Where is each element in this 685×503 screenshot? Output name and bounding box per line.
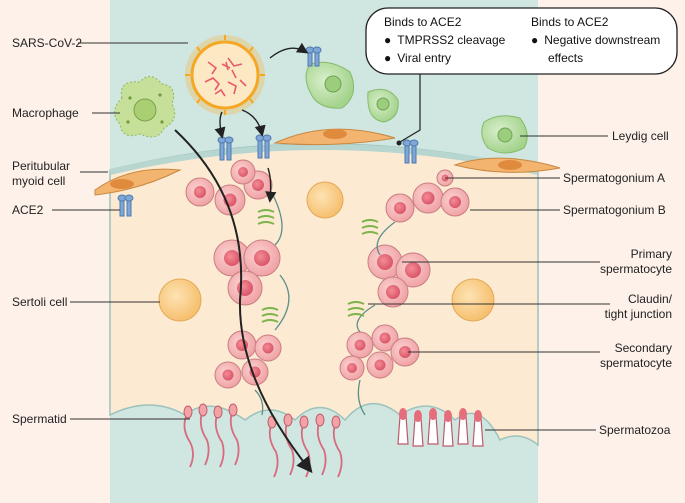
info-right-title: Binds to ACE2 [531, 15, 609, 29]
arrow-entry [265, 167, 277, 203]
info-box: Binds to ACE2 ●TMPRSS2 cleavage ●Viral e… [365, 7, 678, 75]
primary-spermatocyte [377, 276, 409, 308]
pointer-dot [396, 140, 402, 146]
primary-spermatocyte [243, 239, 281, 277]
spermatogonium [185, 177, 215, 207]
secondary-spermatocyte [346, 331, 374, 359]
spermatogonium-b [412, 182, 444, 214]
label-macrophage: Macrophage [12, 106, 79, 120]
secondary-spermatocyte [371, 324, 399, 352]
primary-spermatocyte [227, 270, 263, 306]
leader-lines [52, 42, 610, 431]
macrophage [114, 76, 176, 138]
label-spermatozoa: Spermatozoa [599, 423, 671, 437]
secondary-spermatocyte [254, 334, 282, 362]
arrow-viral-path [174, 129, 313, 474]
ace2-receptor [117, 194, 134, 217]
label-ace2: ACE2 [12, 203, 44, 217]
peritubular-myoid-cell [273, 128, 396, 146]
info-right-bullet-1-cont: effects [548, 51, 583, 65]
label-claudin-2: tight junction [605, 307, 672, 321]
peritubular-myoid-cell [94, 168, 182, 196]
info-left-bullet-2: ●Viral entry [384, 51, 451, 65]
leydig-cell [481, 115, 528, 154]
label-secondary-1: Secondary [615, 341, 672, 355]
secondary-spermatocyte [366, 351, 394, 379]
label-peritubular-1: Peritubular [12, 159, 70, 173]
sertoli-nucleus [451, 278, 495, 322]
arrow-virus-to-ace2 [241, 109, 266, 137]
claudin-tight-junction [257, 209, 275, 225]
sertoli-nucleus [306, 181, 344, 219]
spermatogonium-b [385, 193, 415, 223]
claudin-tight-junction [347, 301, 365, 317]
arrow-virus-to-leydig [269, 42, 309, 59]
ace2-receptor [402, 139, 419, 164]
label-peritubular-2: myoid cell [12, 174, 65, 188]
label-primary-1: Primary [631, 247, 672, 261]
label-leydig: Leydig cell [612, 129, 669, 143]
secondary-spermatocyte [339, 355, 365, 381]
leydig-cell [367, 88, 399, 123]
label-spermatid: Spermatid [12, 412, 67, 426]
label-claudin-1: Claudin/ [628, 292, 673, 306]
arrow-virus-to-ace2 [214, 111, 226, 139]
secondary-spermatocyte [214, 361, 242, 389]
claudin-tight-junction [361, 219, 379, 235]
info-box-pointer [399, 74, 421, 143]
primary-spermatocyte [367, 244, 403, 280]
sars-cov-2-virus [185, 35, 265, 115]
label-sertoli: Sertoli cell [12, 295, 67, 309]
info-left-title: Binds to ACE2 [384, 15, 462, 29]
label-primary-2: spermatocyte [600, 262, 672, 276]
peritubular-myoid-cell [453, 157, 561, 173]
leydig-cell [305, 61, 355, 109]
claudin-tight-junction [261, 307, 279, 323]
label-secondary-2: spermatocyte [600, 356, 672, 370]
label-sars-cov-2: SARS-CoV-2 [12, 36, 82, 50]
sertoli-nucleus [158, 278, 202, 322]
secondary-spermatocyte [241, 358, 269, 386]
spermatogonium-b [440, 187, 470, 217]
label-spermatogonium-b: Spermatogonium B [563, 203, 666, 217]
label-spermatogonium-a: Spermatogonium A [563, 171, 665, 185]
spermatozoa [397, 408, 484, 447]
info-left-bullet-1: ●TMPRSS2 cleavage [384, 33, 506, 47]
spermatogonium [230, 159, 256, 185]
spermatids [183, 409, 343, 478]
info-right-bullet-1: ●Negative downstream [531, 33, 660, 47]
secondary-spermatocyte [390, 337, 420, 367]
